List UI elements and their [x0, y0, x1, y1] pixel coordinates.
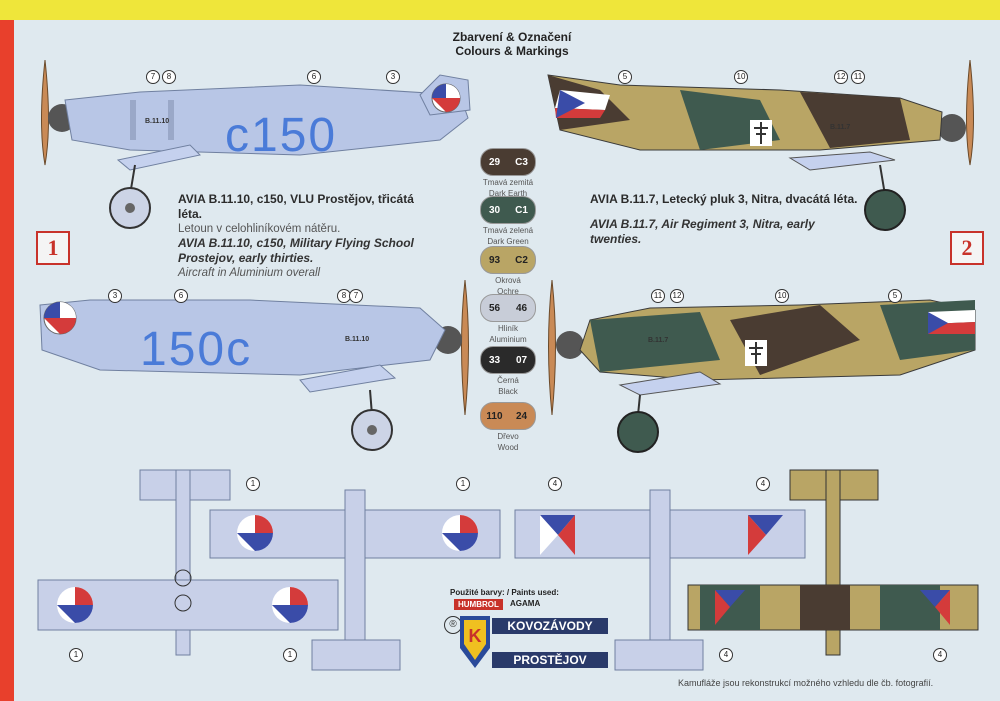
callout-3: 3 — [386, 70, 400, 84]
profile-number-1: 1 — [36, 231, 70, 265]
swatch-label-cz: Černá — [497, 376, 519, 385]
aircraft2-side-top — [547, 59, 974, 231]
callout-11: 11 — [851, 70, 865, 84]
callout-12: 12 — [834, 70, 848, 84]
swatch-pill: 110 24 — [480, 402, 536, 430]
swatch-aluminium: 56 46 Hliník Aluminium — [480, 294, 536, 344]
callout-4d: 4 — [933, 648, 947, 662]
swatch-pill: 93 C2 — [480, 246, 536, 274]
swatch-code-b: 07 — [515, 354, 528, 366]
callout-3b: 3 — [108, 289, 122, 303]
swatch-pill: 56 46 — [480, 294, 536, 322]
swatch-label-en: Ochre — [497, 287, 519, 296]
swatch-dark-green: 30 C1 Tmavá zelená Dark Green — [480, 196, 536, 246]
swatch-label-cz: Hliník — [497, 324, 518, 333]
serial-top: B.11.10 — [145, 118, 170, 125]
svg-text:K: K — [469, 626, 482, 646]
swatch-label-cz: Tmavá zelená — [482, 226, 534, 235]
a1-line2: léta. — [178, 207, 203, 221]
aircraft2-side-bottom — [548, 279, 976, 453]
swatch-label-cz: Okrová — [495, 276, 521, 285]
paints-used-label: Použité barvy: / Paints used: — [450, 588, 559, 597]
callout-8: 8 — [162, 70, 176, 84]
callout-6b: 6 — [174, 289, 188, 303]
callout-4c: 4 — [719, 648, 733, 662]
brand-name-1: KOVOZÁVODY — [492, 618, 608, 634]
callout-7b: 7 — [349, 289, 363, 303]
swatch-code-b: 24 — [515, 410, 528, 422]
swatch-pill: 29 C3 — [480, 148, 536, 176]
swatch-code-a: 56 — [488, 302, 501, 314]
swatch-pill: 30 C1 — [480, 196, 536, 224]
plan-view-2-upper — [514, 489, 806, 671]
top-band — [0, 0, 1000, 20]
callout-5: 5 — [618, 70, 632, 84]
swatch-code-a: 30 — [488, 204, 501, 216]
a1-en1: AVIA B.11.10, c150, Military Flying Scho… — [178, 236, 414, 250]
swatch-code-a: 110 — [486, 410, 503, 422]
callout-6: 6 — [307, 70, 321, 84]
footnote: Kamufláže jsou rekonstrukcí možného vzhl… — [678, 678, 934, 688]
swatch-code-b: C1 — [515, 204, 528, 216]
aircraft1-side-bottom — [39, 279, 469, 451]
callout-1a: 1 — [246, 477, 260, 491]
callout-1c: 1 — [69, 648, 83, 662]
swatch-label-en: Black — [498, 387, 518, 396]
swatch-label-en: Dark Green — [487, 237, 529, 246]
swatch-black: 33 07 Černá Black — [480, 346, 536, 396]
a2-en1: AVIA B.11.7, Air Regiment 3, Nitra, earl… — [590, 217, 815, 231]
swatch-pill: 33 07 — [480, 346, 536, 374]
aircraft1-side-top — [41, 59, 471, 229]
kovozavody-shield-logo: K — [460, 616, 490, 668]
a1-line1: AVIA B.11.10, c150, VLU Prostějov, třicá… — [178, 192, 414, 206]
swatch-code-a: 33 — [488, 354, 501, 366]
code-150c: 150c — [140, 323, 253, 376]
title-english: Colours & Markings — [455, 44, 569, 58]
plan-view-1-upper — [209, 489, 501, 671]
callout-1b: 1 — [456, 477, 470, 491]
aircraft2-description: AVIA B.11.7, Letecký pluk 3, Nitra, dvac… — [590, 192, 880, 247]
a1-en2: Prostejov, early thirties. — [178, 251, 314, 265]
a2-en2: twenties. — [590, 232, 642, 246]
serial-bottom: B.11.10 — [345, 336, 370, 343]
swatch-dark-earth: 29 C3 Tmavá zemitá Dark Earth — [480, 148, 536, 198]
profile-number-2: 2 — [950, 231, 984, 265]
callout-4a: 4 — [548, 477, 562, 491]
a1-cz-note: Letoun v celohliníkovém nátěru. — [178, 223, 341, 235]
code-c150: c150 — [225, 109, 338, 162]
callout-11b: 11 — [651, 289, 665, 303]
swatch-wood: 110 24 Dřevo Wood — [480, 402, 536, 452]
swatch-code-b: C3 — [515, 156, 528, 168]
callout-10: 10 — [734, 70, 748, 84]
swatch-ochre: 93 C2 Okrová Ochre — [480, 246, 536, 296]
swatch-code-a: 93 — [488, 254, 501, 266]
callout-10b: 10 — [775, 289, 789, 303]
swatch-code-b: C2 — [515, 254, 528, 266]
callout-5b: 5 — [888, 289, 902, 303]
a2-line1: AVIA B.11.7, Letecký pluk 3, Nitra, dvac… — [590, 192, 858, 206]
swatch-label-cz: Dřevo — [497, 432, 519, 441]
humbrol-logo: HUMBROL — [454, 599, 503, 610]
swatch-label-en: Aluminium — [489, 335, 527, 344]
swatch-label-en: Dark Earth — [488, 189, 528, 198]
callout-12b: 12 — [670, 289, 684, 303]
serial-b117-top: B.11.7 — [830, 124, 851, 131]
title-czech: Zbarvení & Označení — [452, 30, 572, 44]
agama-logo: AGAMA — [510, 599, 541, 608]
plan-view-2-camouflage — [687, 469, 979, 656]
swatch-label-en: Wood — [497, 443, 519, 452]
callout-4b: 4 — [756, 477, 770, 491]
plan-view-1-underside — [37, 469, 339, 656]
brand-name-2: PROSTĚJOV — [492, 652, 608, 668]
swatch-code-b: 46 — [515, 302, 528, 314]
aircraft1-description: AVIA B.11.10, c150, VLU Prostějov, třicá… — [178, 192, 438, 280]
swatch-label-cz: Tmavá zemitá — [482, 178, 534, 187]
a1-en-note: Aircraft in Aluminium overall — [178, 267, 321, 279]
swatch-code-a: 29 — [488, 156, 501, 168]
serial-b117-bottom: B.11.7 — [648, 337, 669, 344]
callout-1d: 1 — [283, 648, 297, 662]
callout-7: 7 — [146, 70, 160, 84]
